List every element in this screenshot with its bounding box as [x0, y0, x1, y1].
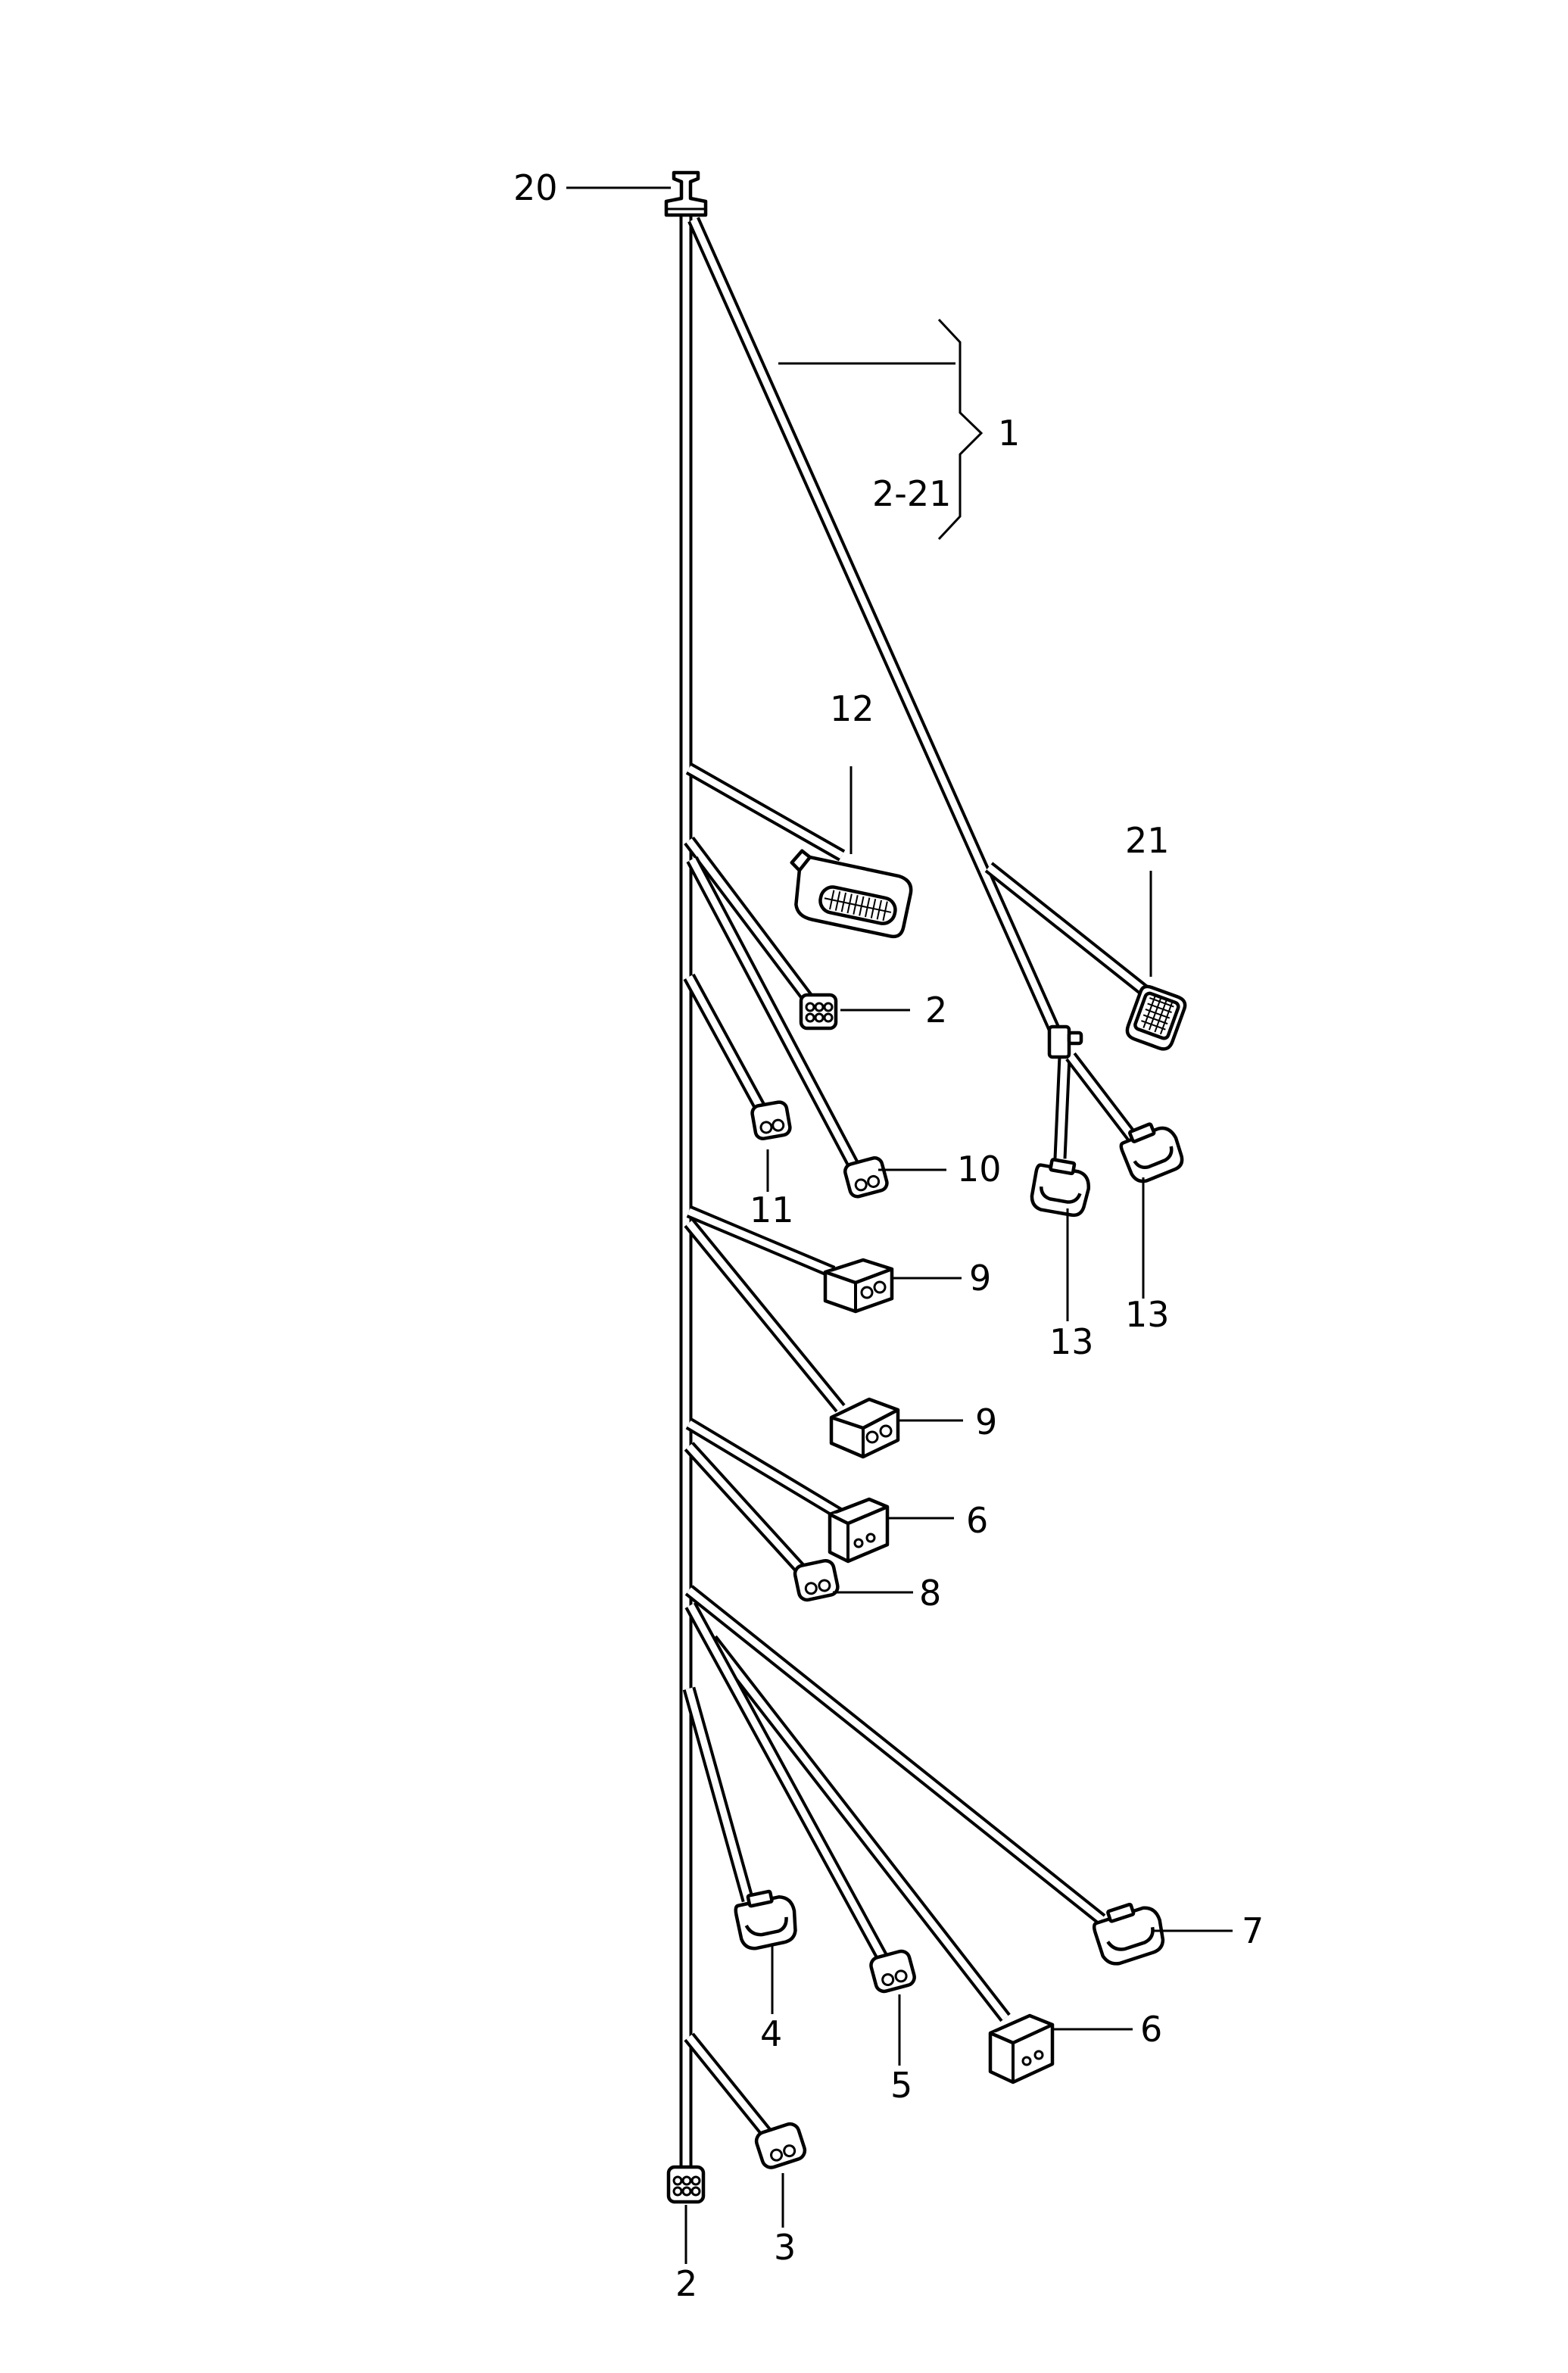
connector-9a	[823, 1258, 894, 1314]
splice-13	[1047, 1024, 1083, 1059]
callout-10: 10	[957, 1149, 1002, 1190]
connector-10	[843, 1156, 889, 1199]
callout-2-top: 2	[925, 990, 947, 1031]
connector-4	[734, 1889, 797, 1950]
harness-wires	[679, 216, 1155, 2177]
callout-13-right: 13	[1125, 1294, 1170, 1335]
callout-12: 12	[830, 688, 874, 729]
connector-13-left	[1030, 1158, 1090, 1218]
callout-5: 5	[890, 2065, 912, 2106]
callout-6b: 6	[1140, 2009, 1162, 2050]
callout-9b: 9	[975, 1402, 997, 1442]
connector-11	[750, 1100, 792, 1140]
callout-labels: 20 1 2-21 12 21 2 10 11 13 13 9 9 6 8 7 …	[513, 167, 1264, 2304]
callout-6a: 6	[966, 1500, 988, 1541]
connector-7	[1092, 1902, 1165, 1966]
callout-9a: 9	[969, 1258, 991, 1299]
connector-13-right	[1119, 1122, 1184, 1183]
connector-6b	[988, 2013, 1055, 2085]
connector-3	[754, 2122, 807, 2169]
callout-3: 3	[774, 2227, 796, 2268]
grommet-20	[664, 170, 708, 217]
callout-2-21: 2-21	[872, 473, 951, 514]
leader-lines	[566, 186, 1233, 2264]
callout-7: 7	[1242, 1910, 1264, 1951]
callout-1: 1	[998, 413, 1020, 454]
connector-9b	[829, 1397, 900, 1459]
connector-8	[793, 1558, 840, 1602]
callout-8: 8	[919, 1573, 941, 1614]
callout-21: 21	[1125, 820, 1170, 861]
connector-5	[869, 1949, 916, 1994]
connector-21	[1125, 984, 1187, 1051]
callout-20: 20	[513, 167, 558, 208]
callout-4: 4	[760, 2013, 782, 2054]
connector-2-top	[799, 993, 838, 1031]
callout-11: 11	[750, 1190, 794, 1230]
connector-6a	[828, 1497, 890, 1564]
callout-13-left: 13	[1049, 1321, 1094, 1362]
connector-2-bottom	[666, 2165, 706, 2204]
callout-2-bottom: 2	[675, 2263, 697, 2304]
connector-12	[790, 849, 913, 939]
